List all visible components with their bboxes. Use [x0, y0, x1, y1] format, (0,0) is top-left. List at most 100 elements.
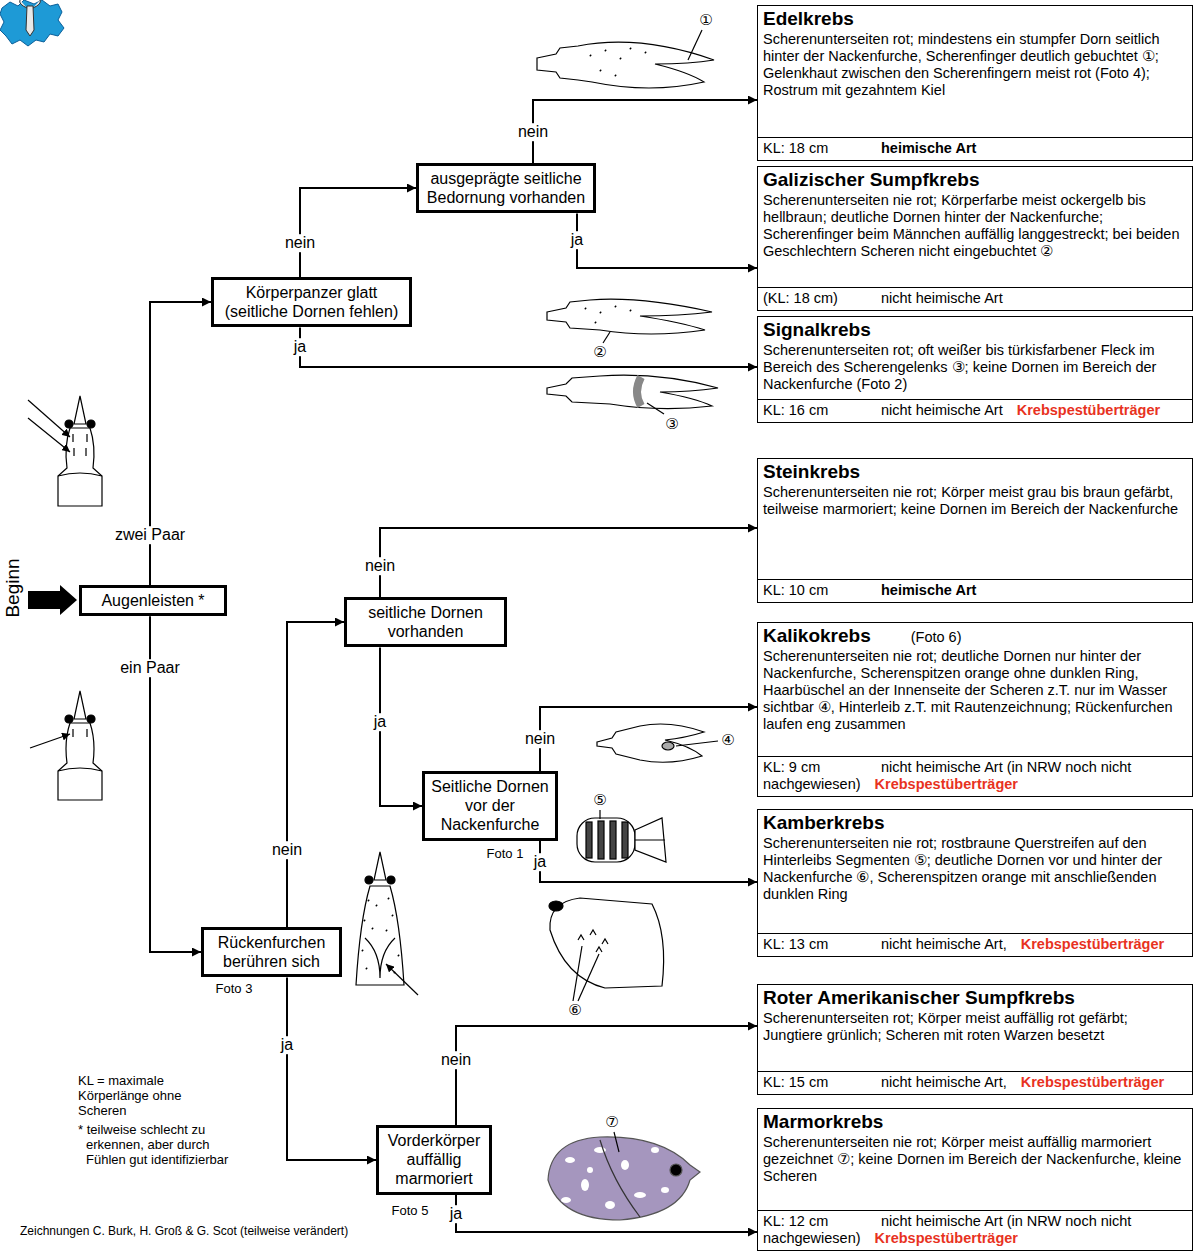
- photo-reference: Foto 5: [392, 1203, 429, 1218]
- species-box: Galizischer SumpfkrebsScherenunterseiten…: [757, 166, 1193, 311]
- eye: [65, 715, 73, 723]
- decision-text: seitliche Dornen vorhanden: [351, 603, 500, 641]
- body-length: KL: 9 cm: [763, 759, 881, 776]
- carapace-furrows: [356, 852, 418, 995]
- native-status: nicht heimische Art: [881, 402, 1003, 418]
- credit-line: Zeichnungen C. Burk, H. Groß & G. Scot (…: [20, 1224, 348, 1238]
- connector-arrow: [456, 1026, 757, 1125]
- eye: [65, 420, 73, 428]
- carapace-kamber: [549, 898, 664, 1001]
- species-heading-row: Galizischer Sumpfkrebs: [763, 169, 1187, 192]
- connectors: [150, 100, 757, 1232]
- native-status: nicht heimische Art,: [881, 1074, 1007, 1090]
- decision-text: Körperpanzer glatt (seitliche Dornen feh…: [218, 283, 405, 321]
- body-length: KL: 15 cm: [763, 1074, 881, 1091]
- size-status-row: KL: 16 cmnicht heimische Art Krebspestübe…: [758, 399, 1192, 419]
- species-description: Scherenunterseiten rot; oft weißer bis t…: [763, 342, 1187, 393]
- body-length: KL: 18 cm: [763, 140, 881, 157]
- rostrum: [74, 691, 86, 719]
- spot: [661, 1187, 669, 1193]
- furrows: [365, 938, 395, 978]
- size-status-row: KL: 12 cmnicht heimische Art (in NRW noc…: [758, 1210, 1192, 1247]
- leader-line: [599, 810, 600, 819]
- leader-line: [573, 946, 582, 1001]
- species-name: Galizischer Sumpfkrebs: [763, 169, 979, 190]
- decision-box: Seitliche Dornen vor der Nackenfurche: [422, 771, 558, 841]
- stripe: [622, 822, 628, 858]
- edge-label: ein Paar: [118, 659, 182, 677]
- callout-number: ⑤: [593, 792, 606, 808]
- pointer-arrow: [28, 400, 70, 437]
- plague-carrier-note: Krebspestüberträger: [875, 1230, 1018, 1246]
- connector-arrow: [300, 327, 757, 367]
- species-box: SteinkrebsScherenunterseiten nie rot; Kö…: [757, 458, 1193, 603]
- decision-text: Seitliche Dornen vor der Nackenfurche: [429, 777, 551, 835]
- decision-text: Augenleisten *: [86, 591, 220, 610]
- species-name: Signalkrebs: [763, 319, 871, 340]
- hair-tuft: [662, 742, 674, 750]
- decision-box: Vorderkörper auffällig marmoriert: [376, 1125, 492, 1195]
- rostrum: [74, 396, 86, 424]
- eye-ridges: [58, 434, 102, 476]
- connector-arrow: [380, 528, 757, 597]
- species-box: SignalkrebsScherenunterseiten rot; oft w…: [757, 316, 1193, 423]
- edge-label: ja: [292, 338, 308, 356]
- species-box: Kalikokrebs(Foto 6)Scherenunterseiten ni…: [757, 622, 1193, 797]
- plague-carrier-note: Krebspestüberträger: [1021, 936, 1164, 952]
- callout-number: ④: [721, 732, 734, 748]
- stripe: [610, 821, 616, 859]
- species-description: Scherenunterseiten nie rot; Körper meist…: [763, 484, 1187, 518]
- footnote: * teilweise schlecht zu erkennen, aber d…: [78, 1122, 248, 1167]
- start-arrow: [28, 585, 77, 615]
- callout-number: ⑦: [605, 1114, 618, 1130]
- claw-galizisch: [547, 299, 712, 343]
- spot: [561, 1197, 571, 1203]
- spacer: [763, 393, 1187, 394]
- leader-line: [603, 332, 610, 343]
- decision-box: Rückenfurchen berühren sich: [201, 927, 342, 977]
- spines: [578, 930, 608, 952]
- leader-line: [647, 403, 664, 414]
- size-status-row: KL: 9 cmnicht heimische Art (in NRW noch…: [758, 756, 1192, 793]
- decision-text: Vorderkörper auffällig marmoriert: [383, 1131, 485, 1189]
- species-heading-row: Signalkrebs: [763, 319, 1187, 342]
- species-box: Roter Amerikanischer SumpfkrebsScherenun…: [757, 984, 1193, 1095]
- size-status-row: (KL: 18 cm)nicht heimische Art: [758, 287, 1192, 307]
- stipple: [362, 898, 399, 973]
- species-heading-row: Marmorkrebs: [763, 1111, 1187, 1134]
- plague-carrier-note: Krebspestüberträger: [1021, 1074, 1164, 1090]
- callout-number: ①: [699, 12, 712, 28]
- native-status: heimische Art: [881, 582, 976, 598]
- spot: [605, 1201, 615, 1209]
- claw-kaliko: [597, 724, 718, 762]
- connector-arrow: [540, 841, 757, 882]
- eye: [670, 1164, 682, 1176]
- connector-arrow: [533, 100, 757, 163]
- species-box: KamberkrebsScherenunterseiten nie rot; r…: [757, 809, 1193, 957]
- body-length: KL: 16 cm: [763, 402, 881, 419]
- leader-line: [688, 30, 702, 60]
- connector-arrow: [300, 188, 416, 277]
- crayfish-icon: [20, 0, 41, 36]
- connector-arrow: [287, 622, 344, 927]
- decision-text: ausgeprägte seitliche Bedornung vorhande…: [423, 169, 589, 207]
- joint-patch: [637, 377, 641, 406]
- body-length: KL: 13 cm: [763, 936, 881, 953]
- leader-line: [614, 1132, 619, 1152]
- photo-reference: (Foto 6): [911, 629, 962, 645]
- eye: [365, 876, 373, 884]
- stipple: [590, 48, 646, 76]
- spacer: [763, 1044, 1187, 1065]
- carapace-two-ridges: [28, 396, 102, 506]
- connector-arrow: [577, 213, 757, 268]
- claw: [547, 375, 718, 408]
- stripe: [586, 822, 592, 858]
- connector-arrow: [540, 707, 757, 771]
- species-name: Steinkrebs: [763, 461, 860, 482]
- eye: [87, 715, 95, 723]
- plague-carrier-note: Krebspestüberträger: [1017, 402, 1160, 418]
- spot: [621, 1160, 629, 1170]
- carapace-one-ridge: [30, 691, 102, 800]
- spot: [581, 1179, 589, 1191]
- species-heading-row: Edelkrebs: [763, 8, 1187, 31]
